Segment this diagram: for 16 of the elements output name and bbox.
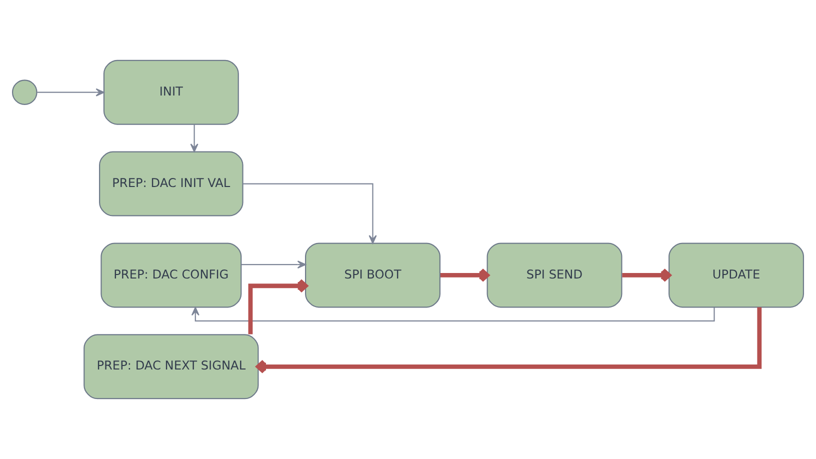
arrow bbox=[37, 88, 104, 96]
arrow bbox=[440, 268, 490, 282]
node-box: SPI BOOT bbox=[305, 242, 440, 308]
node-circle bbox=[12, 80, 38, 106]
node-box: PREP: DAC INIT VAL bbox=[99, 151, 244, 216]
arrow bbox=[190, 124, 198, 152]
arrow bbox=[241, 260, 306, 269]
arrow bbox=[622, 268, 672, 282]
arrow bbox=[256, 307, 762, 374]
arrow bbox=[248, 278, 308, 334]
node-box: PREP: DAC CONFIG bbox=[100, 242, 242, 308]
node-box: SPI SEND bbox=[486, 242, 622, 308]
node-box: INIT bbox=[103, 60, 239, 125]
node-box: UPDATE bbox=[668, 242, 804, 308]
arrow bbox=[242, 183, 377, 244]
node-box: PREP: DAC NEXT SIGNAL bbox=[84, 334, 259, 400]
